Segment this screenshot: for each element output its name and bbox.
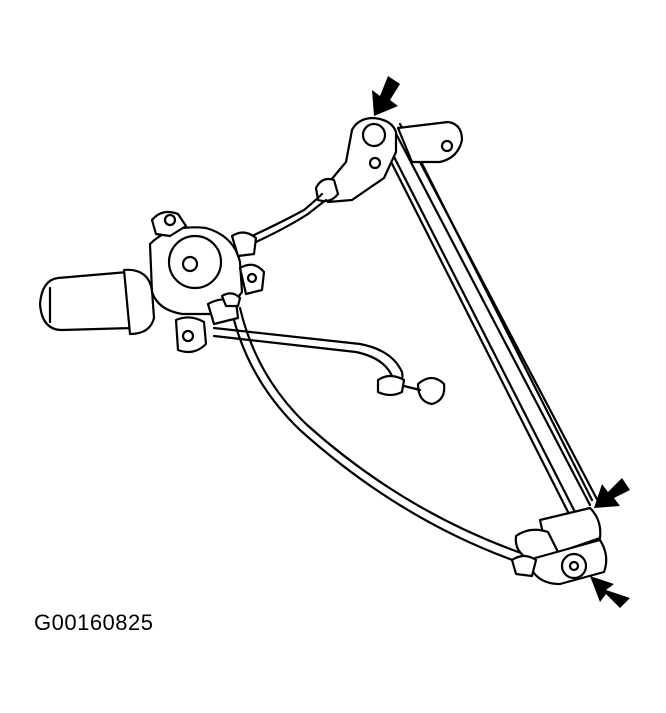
lower-carrier xyxy=(510,506,608,586)
figure-id-label: G00160825 xyxy=(34,610,154,635)
wiring-harness xyxy=(212,326,446,406)
upper-bracket xyxy=(314,116,398,204)
regulator-rail xyxy=(378,120,602,516)
lower-cable xyxy=(230,306,526,564)
regulator-motor xyxy=(38,210,266,354)
upper-cable xyxy=(250,192,328,244)
arrow-right-icon xyxy=(594,478,630,508)
arrow-top-icon xyxy=(372,76,400,116)
arrow-bottom-icon xyxy=(590,576,630,608)
